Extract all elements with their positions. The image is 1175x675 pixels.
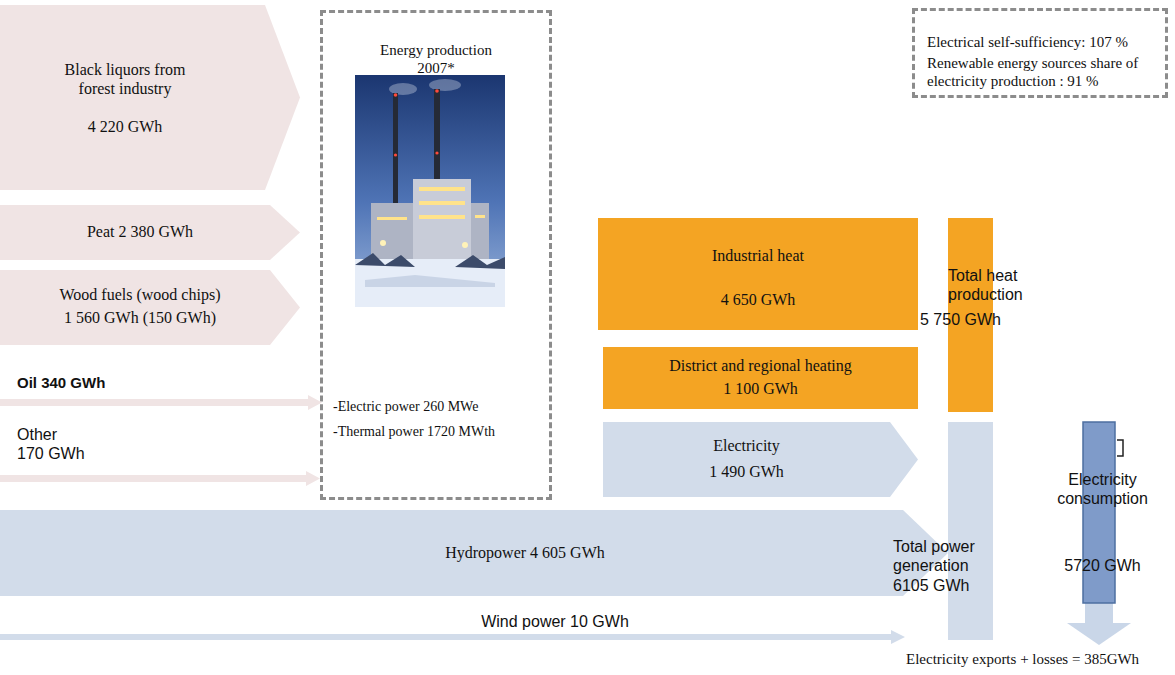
flow-label: 4 220 GWh [45,117,205,136]
flow-label: 1 490 GWh [603,462,890,481]
thin-input-arrow-outline [0,471,320,486]
flow-label: Total power generation [893,537,997,575]
warning-light [435,89,439,93]
heat-output-box-outline [603,347,918,409]
flow-label: -Electric power 260 MWe [333,399,545,416]
flow-label: Wood fuels (wood chips) [20,285,260,304]
input-arrow: Black liquors from forest industry 4 220 … [0,5,300,190]
input-arrow-shape [0,270,300,345]
total-bar: Total heat production 5 750 GWh [918,218,1035,412]
photo-sky [355,75,505,307]
flow-label: -Thermal power 1720 MWth [333,424,545,441]
thin-input-arrow: Other170 GWh [0,425,320,485]
flow-label: Total heat production [948,266,1033,304]
total-bar: Total power generation6105 GWh [893,422,1000,640]
chimney [393,93,398,218]
input-arrow-outline [0,5,300,190]
flow-label: Wind power 10 GWh [380,612,730,631]
warning-light [394,153,397,156]
flow-label: Electrical self-sufficiency: 107 % [927,33,1163,51]
input-arrow-outline [0,270,300,345]
thin-input-arrow-outline [0,395,322,410]
flow-label: Peat 2 380 GWh [20,222,260,241]
flow-label: 4 650 GWh [598,290,918,309]
total-bar-outline [948,422,993,640]
input-arrow: Wood fuels (wood chips) 1 560 GWh (150 GW… [0,270,300,345]
total-bar-shape [893,422,1000,640]
flow-label: 5 750 GWh [920,310,1033,329]
heat-output-box-outline [598,218,918,330]
warning-light [435,151,438,154]
trees [355,253,415,267]
flow-label: 5720 GWh [1040,556,1165,575]
flow-label: Industrial heat [598,246,918,265]
trees [455,255,505,269]
consumption-bar-outline [1083,422,1115,603]
smoke [429,79,461,91]
flow-label: Electricity [603,436,890,455]
window-lights [377,217,407,220]
yard-light [380,240,386,246]
plant-box: Energy production 2007* -Electric power 2… [320,10,552,500]
window-lights [475,215,485,218]
flow-label: 170 GWh [17,444,167,463]
flow-label: 1 560 GWh (150 GWh) [20,308,260,327]
heat-output-box-shape [603,347,918,409]
heat-output-box: District and regional heating 1 100 GWh [603,347,918,409]
flow-label: Renewable energy sources share of electr… [927,54,1163,90]
electricity-arrow-shape [603,422,918,497]
window-lights [419,201,465,205]
input-arrow: Peat 2 380 GWh [0,205,300,260]
flow-label: Black liquors from forest industry [45,60,205,98]
consumption-bar: Electricity consumption 5720 GWh [1040,422,1165,603]
heat-output-box-shape [598,218,918,330]
heat-output-box: Industrial heat 4 650 GWh [598,218,918,330]
thin-input-arrow-outline [0,630,905,644]
yard-light [462,242,468,248]
flow-label: 6105 GWh [893,576,997,595]
flow-label: District and regional heating [603,356,918,375]
flow-label: Hydropower 4 605 GWh [100,543,950,562]
window-lights [419,215,465,219]
thin-input-arrow: Wind power 10 GWh [0,612,905,644]
summary-box: Electrical self-sufficiency: 107 % Renewa… [912,8,1168,98]
input-arrow-outline [0,205,300,260]
flow-label: Energy production 2007* [366,41,506,77]
bracket [1117,440,1123,456]
input-arrow-shape [0,5,300,190]
export-arrow [1067,603,1131,645]
plant-photo [355,75,505,307]
window-lights [419,187,465,191]
warning-light [394,93,398,97]
hydropower-arrow: Hydropower 4 605 GWh [0,510,948,596]
electricity-arrow-outline [603,422,918,497]
consumption-bar-shape [1040,422,1165,603]
boiler-house [413,179,471,259]
snow-drift [365,275,495,287]
flow-label: 1 100 GWh [603,379,918,398]
thin-input-arrow-shape [0,612,905,644]
flow-label: Oil 340 GWh [17,374,217,392]
flow-label: Other [17,425,167,444]
thin-input-arrow: Oil 340 GWh [0,374,322,410]
flow-label: Electricity consumption [1040,470,1165,508]
electricity-arrow: Electricity 1 490 GWh [603,422,918,497]
note-label: Electricity exports + losses = 385GWh [906,650,1139,668]
